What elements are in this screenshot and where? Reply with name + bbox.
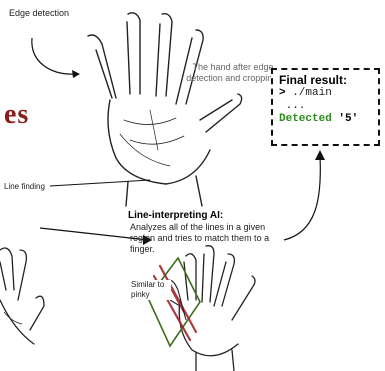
top-hand-drawing bbox=[88, 13, 242, 206]
final-result-arrowhead bbox=[315, 150, 325, 160]
left-hand-drawing bbox=[0, 248, 44, 344]
bottom-hand-drawing bbox=[179, 246, 255, 371]
detected-word: Detected bbox=[279, 113, 332, 125]
final-result-box: Final result: > ./main ... Detected '5' bbox=[271, 68, 380, 146]
edge-detection-arrow bbox=[32, 38, 78, 74]
ai-description: Analyzes all of the lines in a given reg… bbox=[130, 222, 290, 255]
detected-value: '5' bbox=[332, 113, 358, 125]
similar-to-pinky-label: Similar to pinky bbox=[131, 280, 171, 300]
line-finding-leader bbox=[50, 180, 150, 186]
edge-detection-label: Edge detection bbox=[4, 8, 74, 19]
line-finding-label: Line finding bbox=[2, 182, 47, 192]
detected-line: Detected '5' bbox=[279, 113, 378, 126]
command-text: ./main bbox=[286, 87, 332, 99]
prompt-symbol: > bbox=[279, 87, 286, 99]
ai-title: Line-interpreting AI: bbox=[128, 210, 223, 222]
title-fragment: es bbox=[4, 100, 29, 130]
command-line: > ./main bbox=[279, 87, 378, 100]
final-result-title: Final result: bbox=[279, 73, 378, 87]
edge-detection-arrowhead bbox=[72, 70, 80, 78]
ellipsis-line: ... bbox=[279, 100, 378, 113]
